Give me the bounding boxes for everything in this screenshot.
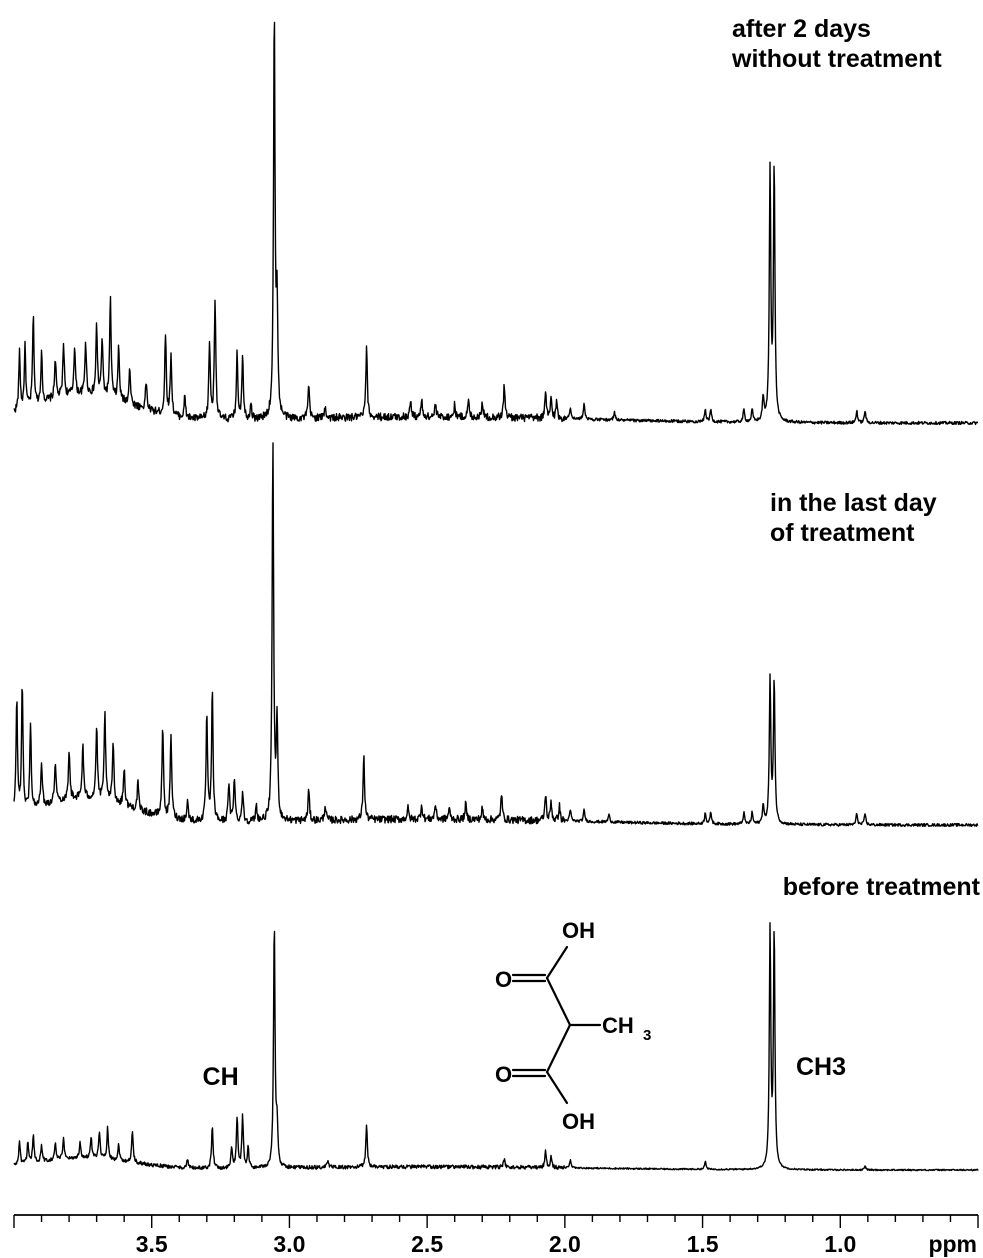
series-label-3-line-1: before treatment [783,873,981,901]
peak-annotations: CH CH3 [203,1053,846,1091]
tick-label-2.5: 2.5 [411,1231,443,1257]
tick-label-3.5: 3.5 [136,1231,168,1257]
series-label-2-line-2: of treatment [770,519,915,547]
annotation-ch: CH [203,1063,239,1091]
series-label-1-line-1: after 2 days [732,15,871,43]
methyl-subscript-label: 3 [643,1027,651,1044]
series-label-2-line-1: in the last day [770,489,937,517]
tick-label-2.0: 2.0 [549,1231,581,1257]
upper-c-oh-bond [545,945,569,980]
upper-c-ch-bond [545,976,572,1027]
spectra-traces [13,21,979,1172]
x-axis-tick-labels: 3.5 3.0 2.5 2.0 1.5 1.0 [136,1231,857,1257]
spectrum-trace-3 [13,922,979,1172]
methylmalonic-acid-structure: OH O CH 3 O OH [495,918,651,1134]
tick-label-1.0: 1.0 [824,1231,856,1257]
spectrum-trace-1 [13,21,979,426]
annotation-ch3: CH3 [796,1053,846,1081]
upper-o-label: O [495,967,512,992]
spectrum-trace-2 [13,442,979,827]
x-axis-label: ppm [928,1231,977,1257]
tick-label-3.0: 3.0 [273,1231,305,1257]
upper-oh-label: OH [562,918,595,943]
x-axis-ticks [13,1215,979,1228]
lower-oh-label: OH [562,1109,595,1134]
x-axis: 3.5 3.0 2.5 2.0 1.5 1.0 ppm [13,1214,979,1257]
methyl-ch-label: CH [602,1013,634,1038]
lower-c-oh-bond [545,1070,569,1105]
lower-o-label: O [495,1062,512,1087]
tick-label-1.5: 1.5 [687,1231,719,1257]
series-label-1-line-2: without treatment [731,45,942,73]
lower-c-ch-bond [545,1023,572,1074]
